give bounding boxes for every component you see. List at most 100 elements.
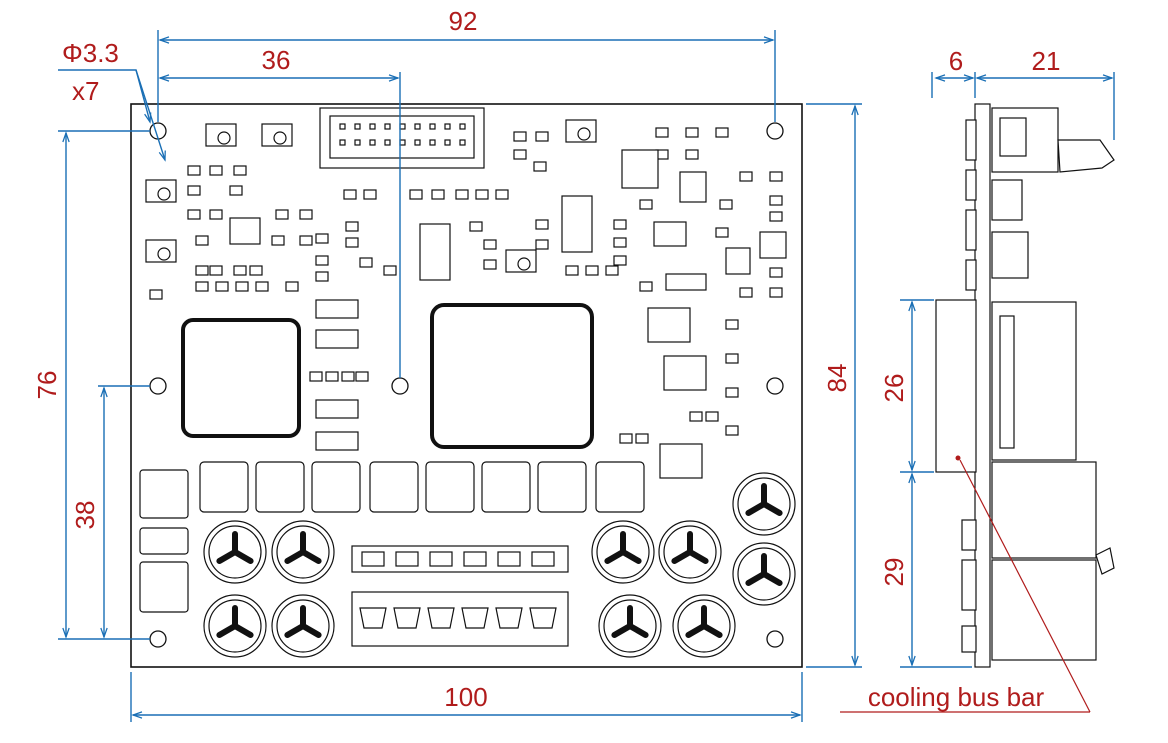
header-pin [414, 123, 421, 130]
capacitor [592, 521, 654, 583]
side-component [961, 519, 977, 551]
smd-part [195, 265, 209, 276]
smd-part [655, 127, 669, 138]
smd-part [345, 221, 359, 232]
smd-part [271, 235, 285, 246]
smd-part [215, 281, 229, 292]
smd-part [359, 257, 373, 268]
smd-part [769, 171, 783, 182]
smd-part [685, 127, 699, 138]
terminal-block [351, 545, 569, 647]
smd-part [769, 287, 783, 298]
smd-part [719, 199, 733, 210]
dim-top-offset: 36 [262, 45, 291, 75]
mounting-hole [149, 377, 167, 395]
capacitor [272, 595, 334, 657]
side-board [974, 103, 991, 668]
cooling-bus-bar [935, 299, 977, 473]
header-pin [354, 123, 361, 130]
header-pin [444, 123, 451, 130]
terminal-slot [529, 607, 557, 629]
smd-components [145, 119, 783, 451]
capacitor [204, 595, 266, 657]
trimmer [157, 247, 171, 261]
dim-left-lower-height: 38 [70, 501, 100, 530]
dim-left-height: 76 [32, 371, 62, 400]
resistor [315, 431, 359, 451]
terminal-slot [359, 607, 387, 629]
dim-side-lower: 29 [879, 558, 909, 587]
smd-part [725, 353, 739, 364]
terminal-slot [427, 607, 455, 629]
smd-part [725, 319, 739, 330]
capacitor [599, 595, 661, 657]
dim-side-depth: 21 [1032, 46, 1061, 76]
smd-part [345, 237, 359, 248]
pad [369, 461, 419, 513]
dim-hole-count: x7 [72, 76, 99, 106]
smd-part [739, 287, 753, 298]
smd-part [315, 255, 329, 266]
pad [595, 461, 645, 513]
mounting-holes [149, 122, 784, 648]
header-pin [399, 123, 406, 130]
trimmer [517, 257, 531, 271]
capacitor [673, 595, 735, 657]
pad [425, 461, 475, 513]
smd-part [315, 271, 329, 282]
smd-part [535, 131, 549, 142]
side-component [961, 625, 977, 653]
header-pin [384, 139, 391, 146]
smd-part [715, 227, 729, 238]
side-component [961, 559, 977, 611]
smd-part [769, 267, 783, 278]
smd-part [483, 259, 497, 270]
terminal-clamp [463, 551, 487, 567]
smd-part [187, 209, 201, 220]
dim-side-upper: 26 [879, 374, 909, 403]
smd-part [739, 171, 753, 182]
terminal-slot [393, 607, 421, 629]
dim-right-height: 84 [822, 364, 852, 393]
dim-board-width: 100 [444, 682, 487, 712]
smd-part [209, 165, 223, 176]
smd-part [275, 209, 289, 220]
smd-part [513, 149, 527, 160]
pad [255, 461, 305, 513]
mounting-hole [149, 630, 167, 648]
pad [139, 527, 189, 555]
mounting-hole [766, 630, 784, 648]
smd-part [619, 433, 633, 444]
terminal-clamp [429, 551, 453, 567]
smd-part [233, 265, 247, 276]
header-pin [339, 139, 346, 146]
smd-part [639, 281, 653, 292]
smd-part [605, 265, 619, 276]
smd-part [341, 371, 355, 382]
side-component [965, 209, 977, 251]
capacitor [733, 543, 795, 605]
pad [199, 461, 249, 513]
inductors [181, 303, 707, 479]
terminal-slot [461, 607, 489, 629]
cooling-bus-bar-label: cooling bus bar [868, 682, 1045, 712]
smd-part [249, 265, 263, 276]
header-pin [339, 123, 346, 130]
trimmer [273, 131, 287, 145]
power-pads [139, 461, 645, 613]
smd-part [689, 411, 703, 422]
header-pin [459, 139, 466, 146]
header-pin [429, 123, 436, 130]
smd-part [495, 189, 509, 200]
smd-part [309, 371, 323, 382]
smd-part [513, 131, 527, 142]
capacitor [204, 521, 266, 583]
pad [311, 461, 361, 513]
capacitor [659, 521, 721, 583]
capacitor [733, 473, 795, 535]
side-component [965, 119, 977, 161]
header-pin [414, 139, 421, 146]
dim-top-width: 92 [449, 6, 478, 36]
pin-header-connector [319, 107, 485, 169]
terminal-slot [495, 607, 523, 629]
